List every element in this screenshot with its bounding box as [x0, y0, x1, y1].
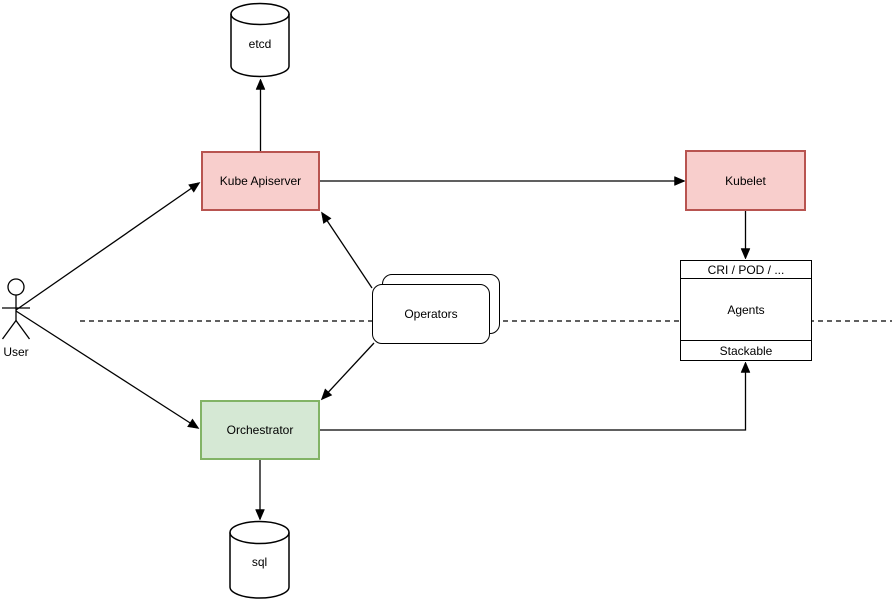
orchestrator-node: Orchestrator — [200, 400, 320, 460]
sql-label: sql — [252, 555, 267, 569]
agents-label: Agents — [727, 302, 765, 317]
edge-user-to-orchestrator — [15, 310, 200, 429]
user-label: User — [3, 345, 29, 359]
edge-user-to-apiserver — [15, 182, 201, 311]
orchestrator-label: Orchestrator — [226, 423, 294, 437]
database-cylinder-icon: etcd — [230, 2, 290, 78]
stackable-section: Stackable — [681, 340, 811, 360]
user-actor — [0, 277, 34, 343]
kubelet-label: Kubelet — [725, 173, 766, 188]
operators-front-card: Operators — [372, 284, 490, 344]
etcd-label: etcd — [249, 37, 272, 51]
operators-node: Operators — [372, 274, 501, 345]
actor-icon — [1, 278, 31, 340]
kube-apiserver-label: Kube Apiserver — [219, 174, 302, 188]
agents-stack-node: CRI / POD / ... Agents Stackable — [680, 260, 812, 361]
kube-apiserver-node: Kube Apiserver — [201, 151, 320, 211]
operators-label: Operators — [404, 307, 458, 321]
stackable-label: Stackable — [719, 343, 773, 358]
etcd-cylinder: etcd — [230, 2, 290, 78]
database-cylinder-icon: sql — [229, 520, 290, 599]
edge-orchestrator-to-agents-stack — [320, 361, 751, 431]
cri-pod-section: CRI / POD / ... — [681, 261, 811, 279]
agents-section: Agents — [681, 279, 811, 340]
kubelet-node: Kubelet — [685, 150, 806, 211]
sql-cylinder: sql — [229, 520, 290, 600]
cri-pod-label: CRI / POD / ... — [707, 262, 785, 277]
edge-operators-to-apiserver — [321, 211, 373, 289]
edge-operators-to-orchestrator — [320, 342, 375, 401]
